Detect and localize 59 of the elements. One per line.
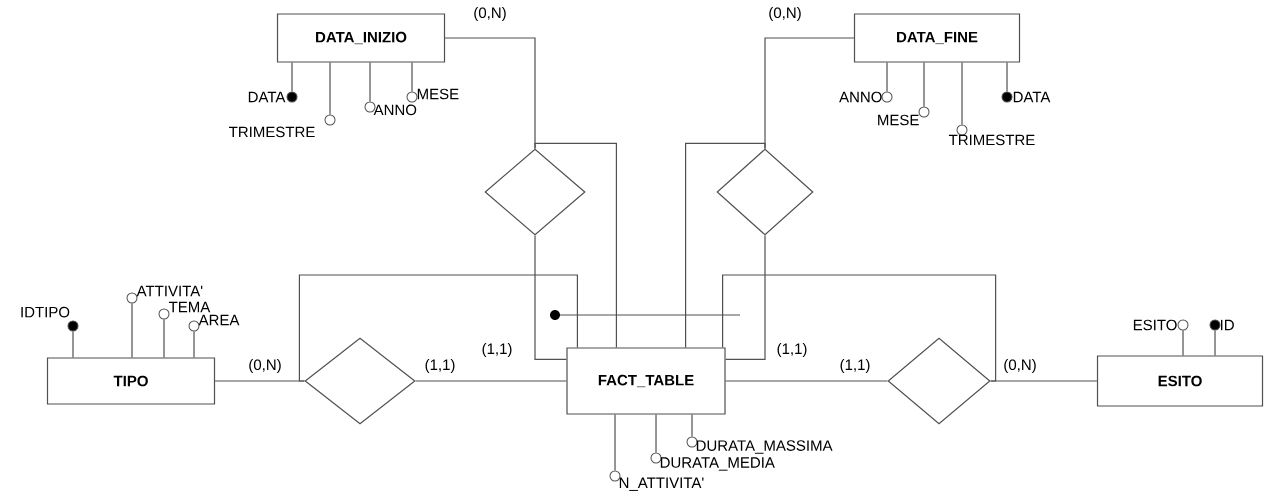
attribute-label: DURATA_MEDIA xyxy=(660,457,775,471)
connector-line xyxy=(193,330,195,358)
connector-line xyxy=(1182,329,1184,356)
connector-line xyxy=(725,235,766,360)
connector-line xyxy=(291,62,293,93)
connector-line xyxy=(534,142,617,348)
connector-line xyxy=(411,62,413,93)
attribute-label: AREA xyxy=(198,314,240,326)
connector-line xyxy=(725,380,888,382)
attribute-label: DURATA_MASSIMA xyxy=(696,440,833,454)
attribute-label: IDTIPO xyxy=(21,306,70,318)
entity-box: ESITO xyxy=(1096,355,1264,407)
cardinality-label: (0,N) xyxy=(767,6,803,22)
cardinality-label: (0,N) xyxy=(1002,358,1038,374)
attribute-label: N_ATTIVITA' xyxy=(619,477,704,491)
connector-line xyxy=(655,414,657,454)
connector-line xyxy=(163,318,165,358)
entity-box: DATA_INIZIO xyxy=(276,13,446,63)
cardinality-label: (1,1) xyxy=(775,342,809,358)
cardinality-label: (1,1) xyxy=(423,358,457,374)
entity-box: TIPO xyxy=(46,357,216,405)
attribute-label: DATA xyxy=(1013,91,1051,103)
attribute-label: ESITO xyxy=(1133,319,1177,331)
cardinality-label: (0,N) xyxy=(472,6,508,22)
attribute-label: TEMA xyxy=(168,301,211,313)
connector-line xyxy=(329,62,331,116)
relationship-diamond xyxy=(484,148,586,236)
entity-box: FACT_TABLE xyxy=(566,347,726,415)
connector-line xyxy=(298,274,578,382)
cardinality-label: (1,1) xyxy=(480,342,514,358)
attribute-label: TRIMESTRE xyxy=(948,134,1035,146)
attribute-label: ATTIVITA' xyxy=(136,285,203,297)
connector-line xyxy=(961,62,963,126)
cardinality-label: (0,N) xyxy=(247,358,283,374)
connector-line xyxy=(131,302,133,358)
connector-line xyxy=(923,62,925,108)
attribute-label: MESE xyxy=(417,88,459,100)
attribute-label: ANNO xyxy=(839,91,882,103)
connector-line xyxy=(72,330,74,358)
connector-line xyxy=(886,62,888,93)
connector-line xyxy=(1214,329,1216,356)
attribute-label: DATA xyxy=(248,91,286,103)
relationship-diamond xyxy=(716,148,814,236)
connector-line xyxy=(614,414,616,472)
connector-line xyxy=(415,380,567,382)
relationship-diamond xyxy=(304,337,416,425)
attribute-label: ID xyxy=(1221,319,1234,331)
attribute-label: ANNO xyxy=(373,104,417,116)
connector-line xyxy=(369,62,371,103)
connector-line xyxy=(1006,62,1008,93)
cardinality-label: (1,1) xyxy=(838,358,872,374)
connector-line xyxy=(685,142,766,348)
attribute-label: MESE xyxy=(878,114,919,126)
connector-line xyxy=(691,414,693,438)
connector-line xyxy=(534,235,567,360)
connector-line xyxy=(722,274,997,382)
relationship-diamond xyxy=(887,337,991,425)
attribute-label: TRIMESTRE xyxy=(229,126,315,138)
entity-box: DATA_FINE xyxy=(853,13,1021,63)
